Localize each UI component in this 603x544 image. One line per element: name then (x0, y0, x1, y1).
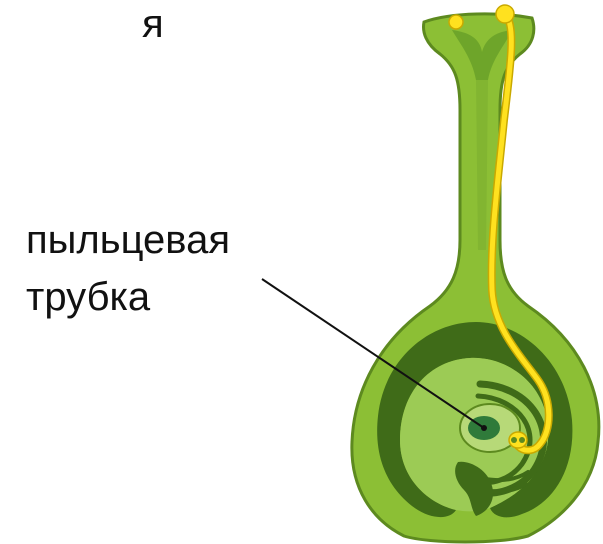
sperm-nucleus-2 (519, 437, 525, 443)
style-canal (476, 80, 488, 250)
label-pointer-dot (481, 425, 487, 431)
pollen-grain-small (449, 15, 463, 29)
pollen-grain-large (496, 5, 514, 23)
sperm-nucleus-1 (511, 437, 517, 443)
